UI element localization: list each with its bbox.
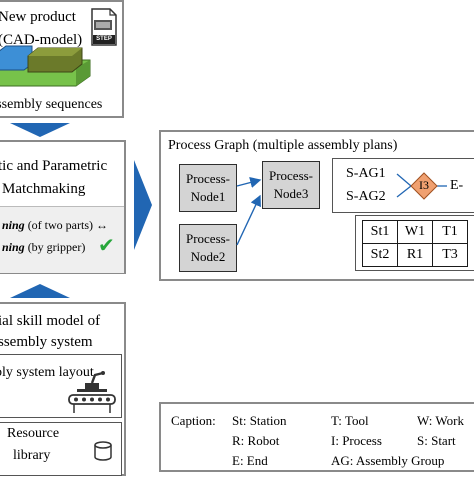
skill-model-box: ial skill model of ssembly system bly sy… xyxy=(0,302,126,476)
caption-box: Caption: St: Station T: Tool W: Work R: … xyxy=(159,402,474,472)
criterion2-bold: ning xyxy=(2,240,25,254)
resource-library-panel: Resource library xyxy=(0,422,122,476)
assembly-sequences-label: assembly sequences xyxy=(0,97,103,112)
matchmaking-line2: Matchmaking xyxy=(2,181,86,197)
process-node-3[interactable]: Process- Node3 xyxy=(262,161,320,209)
matchmaking-box: tic and Parametric Matchmaking ning (of … xyxy=(0,140,126,274)
table-cell: T1 xyxy=(432,220,468,244)
step-label: STEP xyxy=(96,36,112,42)
ag-row2: S-AG2 xyxy=(346,189,386,204)
library-label: library xyxy=(13,448,51,463)
criteria-panel: ning (of two parts) ↔ ning (by gripper) … xyxy=(0,206,124,273)
table-cell: St2 xyxy=(362,243,398,267)
ag-row1: S-AG1 xyxy=(346,166,386,181)
table-cell: St1 xyxy=(362,220,398,244)
caption-label: Caption: xyxy=(171,413,216,428)
product-box: New product (CAD-model) assembly sequenc… xyxy=(0,0,124,118)
caption-item: S: Start xyxy=(417,433,456,448)
caption-item: R: Robot xyxy=(232,433,280,448)
skill-model-line1: ial skill model of xyxy=(0,313,101,329)
check-icon: ✔ xyxy=(98,233,115,257)
caption-item: AG: Assembly Group xyxy=(331,453,445,468)
table-cell: T3 xyxy=(432,243,468,267)
caption-item: I: Process xyxy=(331,433,382,448)
process-diamond xyxy=(410,172,438,200)
criterion1-rest: (of two parts) ↔ xyxy=(24,218,109,232)
assembly-group-box: S-AG1 S-AG2 I3 E- xyxy=(332,158,474,213)
process-graph-title: Process Graph (multiple assembly plans) xyxy=(168,138,398,153)
process-node-2[interactable]: Process- Node2 xyxy=(179,224,237,272)
resource-label: Resource xyxy=(7,426,60,441)
process-node-1[interactable]: Process- Node1 xyxy=(179,164,237,212)
skill-model-line2: ssembly system xyxy=(0,334,93,350)
node3-line1: Process- xyxy=(268,168,314,184)
database-icon xyxy=(94,441,112,461)
node1-line2: Node1 xyxy=(190,189,226,204)
process-i3-label: I3 xyxy=(419,178,429,192)
criterion1-bold: ning xyxy=(2,218,25,232)
ag-connector-lines xyxy=(396,172,447,200)
matchmaking-line1: tic and Parametric xyxy=(0,158,108,174)
step-file-icon: STEP xyxy=(90,8,118,46)
criterion-geometric: ning (of two parts) ↔ xyxy=(2,219,108,231)
station-table: St1 W1 T1 St2 R1 T3 xyxy=(355,215,474,271)
system-layout-panel: bly system layout xyxy=(0,354,122,418)
end-label: E- xyxy=(450,178,464,193)
conveyor-robot-icon xyxy=(68,371,116,413)
table-cell: R1 xyxy=(397,243,433,267)
product-title: New product xyxy=(0,9,76,25)
product-subtitle: (CAD-model) xyxy=(0,32,83,48)
node2-line1: Process- xyxy=(185,231,231,247)
caption-item: T: Tool xyxy=(331,413,369,428)
criterion2-rest: (by gripper) xyxy=(24,240,86,254)
caption-item: St: Station xyxy=(232,413,287,428)
caption-item: W: Work xyxy=(417,413,464,428)
caption-item: E: End xyxy=(232,453,268,468)
node3-line2: Node3 xyxy=(273,186,309,201)
node2-line2: Node2 xyxy=(190,249,226,264)
node1-line1: Process- xyxy=(185,171,231,187)
cad-model-illustration xyxy=(0,45,91,87)
system-layout-label: bly system layout xyxy=(0,365,94,380)
criterion-gripper: ning (by gripper) xyxy=(2,241,85,253)
table-cell: W1 xyxy=(397,220,433,244)
